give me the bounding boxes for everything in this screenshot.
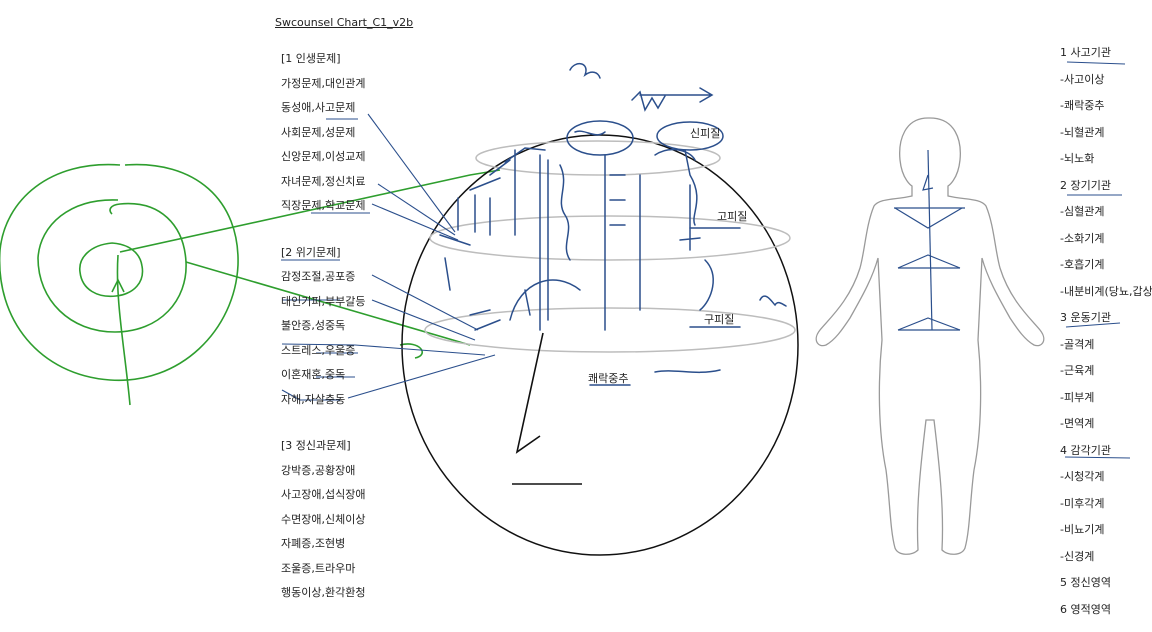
label-pleasure-center: 쾌락중추 — [588, 372, 629, 385]
label-archicortex: 구피질 — [704, 313, 735, 326]
list-item: -사고이상 — [1060, 72, 1105, 86]
list-item: -미후각계 — [1060, 496, 1105, 510]
group-gap — [281, 412, 365, 434]
list-item: 이혼재혼,중독 — [281, 368, 346, 381]
list-item: -심혈관계 — [1060, 205, 1105, 218]
green-spiral — [0, 163, 501, 406]
list-item: 대인기피,부부갈등 — [281, 294, 366, 308]
right-organ-list: 1 사고기관 -사고이상 -쾌락중추 -뇌혈관계 -뇌노화 2 장기기관 -심혈관계 -소화기… — [1060, 40, 1152, 623]
blue-scribbles — [439, 63, 787, 386]
list-item: 신앙문제,이성교제 — [281, 150, 366, 163]
group-gap — [281, 219, 365, 241]
list-item: 직장문제,학교문제 — [281, 199, 366, 212]
brain-ellipse — [401, 134, 799, 556]
list-item: -근육계 — [1060, 364, 1095, 377]
label-paleocortex: 고피질 — [717, 210, 748, 223]
list-item: 4 감각기관 — [1060, 443, 1111, 457]
list-item: -내분비계(당뇨,갑상 — [1060, 284, 1152, 298]
list-item: -신경계 — [1060, 549, 1095, 563]
list-item: 불안증,성중독 — [281, 319, 346, 332]
clock-hands — [512, 332, 582, 485]
body-markings — [894, 149, 965, 331]
list-item: 사회문제,성문제 — [281, 125, 356, 139]
right-list-underlines — [1064, 61, 1131, 459]
list-item: -소화기계 — [1060, 231, 1105, 245]
left-list-underlines — [281, 118, 370, 378]
list-item: 동성애,사고문제 — [281, 101, 356, 114]
list-item: 행동이상,환각환청 — [281, 586, 366, 599]
group-heading: [2 위기문제] — [281, 245, 341, 259]
human-silhouette — [815, 117, 1045, 555]
list-item: 수면장애,신체이상 — [281, 512, 366, 526]
list-item: -호흡기계 — [1060, 258, 1105, 271]
list-item: 조울증,트라우마 — [281, 561, 356, 575]
list-item: 사고장애,섭식장애 — [281, 488, 366, 501]
layer-rings — [424, 140, 796, 353]
list-item: -뇌혈관계 — [1060, 125, 1105, 139]
list-item: 감정조절,공포증 — [281, 270, 356, 283]
list-item: 가정문제,대인관계 — [281, 76, 366, 90]
list-item: 자폐증,조현병 — [281, 537, 346, 550]
list-item: -피부계 — [1060, 390, 1095, 404]
list-item: 1 사고기관 — [1060, 46, 1111, 59]
connector-lines — [281, 113, 496, 401]
list-item: 5 정신영역 — [1060, 576, 1111, 589]
group-heading: [3 정신과문제] — [281, 439, 351, 452]
list-item: -뇌노화 — [1060, 152, 1095, 165]
label-neocortex: 신피질 — [690, 127, 721, 140]
list-item: -쾌락중추 — [1060, 99, 1105, 112]
list-item: -면역계 — [1060, 417, 1095, 430]
list-item: -시청각계 — [1060, 470, 1105, 483]
list-item: 자해,자살충동 — [281, 392, 346, 406]
list-item: -골격계 — [1060, 337, 1095, 351]
list-item: 강박증,공황장애 — [281, 463, 356, 477]
list-item: 자녀문제,정신치료 — [281, 174, 366, 188]
group-heading: [1 인생문제] — [281, 52, 341, 65]
list-item: 3 운동기관 — [1060, 311, 1111, 324]
list-item: -비뇨기계 — [1060, 523, 1105, 536]
chart-title: Swcounsel Chart_C1_v2b — [275, 16, 414, 29]
list-item: 2 장기기관 — [1060, 178, 1111, 192]
list-item: 스트레스,우울증 — [281, 343, 356, 357]
list-item: 6 영적영역 — [1060, 602, 1111, 616]
